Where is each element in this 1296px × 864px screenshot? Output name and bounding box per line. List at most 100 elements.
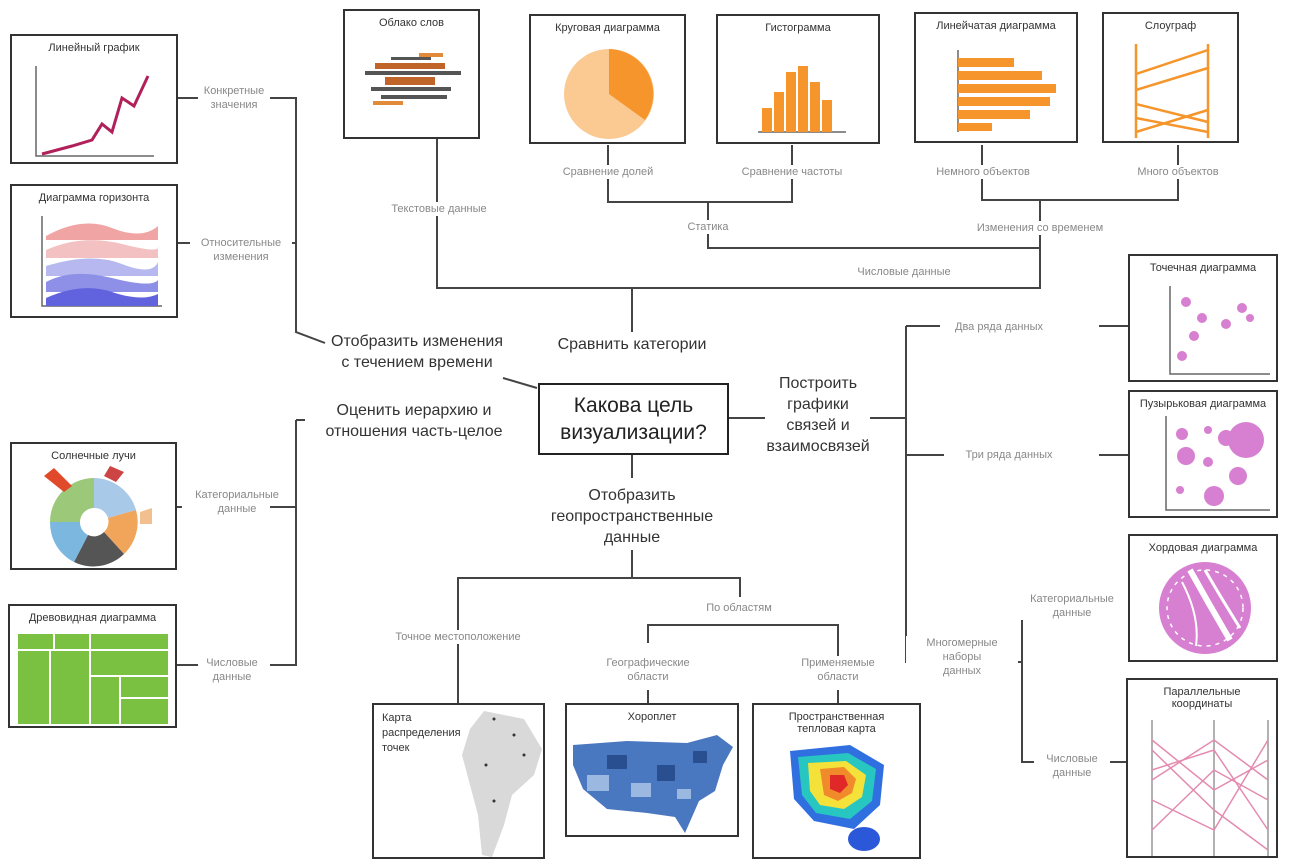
line-chart-thumb xyxy=(35,66,154,157)
branch-relations-line2: графики xyxy=(787,396,849,413)
label-two-series: Два ряда данных xyxy=(940,320,1058,334)
card-heatmap-title-line2: тепловая карта xyxy=(797,723,876,735)
card-parallel-title-line1: Параллельные xyxy=(1163,686,1241,698)
sunburst-thumb xyxy=(44,466,152,567)
label-multi: Многомерные наборы данных xyxy=(906,636,1018,678)
label-three-series: Три ряда данных xyxy=(944,448,1074,462)
card-histogram-title: Гистограмма xyxy=(765,22,831,34)
chord-thumb xyxy=(1159,562,1251,654)
card-pie-title: Круговая диаграмма xyxy=(555,22,660,34)
card-slopegraph-title: Слоуграф xyxy=(1144,20,1197,32)
label-many-objects: Много объектов xyxy=(1118,165,1238,179)
label-num-right-line2: данные xyxy=(1052,767,1092,779)
label-numeric-line2: данные xyxy=(212,671,252,683)
card-barh: Линейчатая диаграмма xyxy=(914,12,1078,143)
card-sunburst-title: Солнечные лучи xyxy=(51,450,136,462)
histogram-thumb xyxy=(758,66,846,133)
pie-thumb xyxy=(564,49,654,139)
wordcloud-thumb xyxy=(365,53,461,105)
label-num-right: Числовые данные xyxy=(1034,752,1110,780)
label-categorical: Категориальные данные xyxy=(176,488,298,516)
branch-hierarchy: Оценить иерархию и отношения часть-целое xyxy=(304,400,524,442)
card-scatter-title: Точечная диаграмма xyxy=(1149,262,1257,274)
label-concrete-line1: Конкретные xyxy=(203,85,265,97)
label-geo-regions-line2: области xyxy=(627,671,669,683)
label-multi-line2: наборы xyxy=(942,651,982,663)
branch-relations-line4: взаимосвязей xyxy=(766,438,870,455)
branch-time-line2: с течением времени xyxy=(341,354,493,371)
card-pie: Круговая диаграмма xyxy=(529,14,686,144)
branch-time-line1: Отобразить изменения xyxy=(331,333,503,350)
label-statics: Статика xyxy=(678,220,738,234)
card-dotmap-title: Карта распределения точек xyxy=(382,711,461,756)
branch-compare-line1: Сравнить категории xyxy=(557,336,707,353)
card-choropleth: Хороплет xyxy=(565,703,739,837)
label-applied-regions-line1: Применяемые xyxy=(801,657,875,669)
card-heatmap-title: Пространственная тепловая карта xyxy=(754,711,919,735)
card-barh-title: Линейчатая диаграмма xyxy=(936,20,1056,32)
label-categorical-line2: данные xyxy=(217,503,257,515)
card-bubble-title: Пузырьковая диаграмма xyxy=(1139,398,1267,410)
label-applied-regions: Применяемые области xyxy=(780,656,896,684)
label-num-right-line1: Числовые xyxy=(1046,753,1098,765)
card-scatter: Точечная диаграмма xyxy=(1128,254,1278,382)
dotmap-thumb xyxy=(462,711,542,857)
label-frequency: Сравнение частоты xyxy=(724,165,860,179)
card-wordcloud: Облако слов xyxy=(343,9,480,139)
label-relative: Относительные изменения xyxy=(186,236,296,264)
label-numeric-line1: Числовые xyxy=(206,657,258,669)
branch-time: Отобразить изменения с течением времени xyxy=(317,331,517,373)
card-bubble: Пузырьковая диаграмма xyxy=(1128,390,1278,518)
card-sunburst: Солнечные лучи xyxy=(10,442,177,570)
branch-compare: Сравнить категории xyxy=(544,334,720,355)
card-parallel: Параллельные координаты xyxy=(1126,678,1278,858)
center-line2: визуализации? xyxy=(560,421,707,444)
label-relative-line2: изменения xyxy=(213,251,269,263)
label-numeric: Числовые данные xyxy=(192,656,272,684)
card-line-chart: Линейный график xyxy=(10,34,178,164)
card-choropleth-title: Хороплет xyxy=(627,711,677,723)
label-concrete: Конкретные значения xyxy=(196,84,272,112)
horizon-thumb xyxy=(41,216,162,307)
parallel-thumb xyxy=(1151,720,1269,856)
label-concrete-line2: значения xyxy=(210,99,258,111)
card-horizon-title: Диаграмма горизонта xyxy=(38,192,150,204)
label-numeric-data: Числовые данные xyxy=(838,265,970,279)
label-by-regions: По областям xyxy=(684,601,794,615)
heatmap-thumb xyxy=(790,745,884,851)
label-exact-location: Точное местоположение xyxy=(370,630,546,644)
branch-geo: Отобразить геопространственные данные xyxy=(544,485,720,548)
choropleth-thumb xyxy=(573,735,733,833)
card-dotmap: Карта распределения точек xyxy=(372,703,545,859)
card-dotmap-title-line3: точек xyxy=(382,742,410,754)
card-wordcloud-title: Облако слов xyxy=(378,17,444,29)
card-dotmap-title-line1: Карта xyxy=(382,712,412,724)
card-treemap-title: Древовидная диаграмма xyxy=(28,612,157,624)
card-line-chart-title: Линейный график xyxy=(48,42,140,54)
label-categorical-line1: Категориальные xyxy=(195,489,279,501)
label-cat-right-line2: данные xyxy=(1052,607,1092,619)
label-multi-line3: данных xyxy=(942,665,982,677)
label-over-time: Изменения со временем xyxy=(958,221,1122,235)
label-geo-regions: Географические области xyxy=(586,656,710,684)
card-chord: Хордовая диаграмма xyxy=(1128,534,1278,662)
barh-thumb xyxy=(957,50,1056,132)
bubble-thumb xyxy=(1165,416,1270,511)
label-multi-line1: Многомерные xyxy=(926,637,998,649)
label-cat-right: Категориальные данные xyxy=(1012,592,1132,620)
card-dotmap-title-line2: распределения xyxy=(382,727,461,739)
slopegraph-thumb xyxy=(1134,44,1210,138)
label-relative-line1: Относительные xyxy=(200,237,282,249)
label-few-objects: Немного объектов xyxy=(926,165,1040,179)
branch-relations-line3: связей и xyxy=(786,417,850,434)
label-cat-right-line1: Категориальные xyxy=(1030,593,1114,605)
label-applied-regions-line2: области xyxy=(817,671,859,683)
card-treemap: Древовидная диаграмма xyxy=(8,604,177,728)
branch-relations: Построить графики связей и взаимосвязей xyxy=(758,373,878,457)
treemap-thumb xyxy=(18,634,168,724)
card-heatmap-title-line1: Пространственная xyxy=(788,711,885,723)
label-text-data: Текстовые данные xyxy=(375,202,503,216)
card-parallel-title-line2: координаты xyxy=(1171,698,1233,710)
branch-geo-line3: данные xyxy=(603,529,661,546)
branch-hierarchy-line2: отношения часть-целое xyxy=(325,423,503,440)
